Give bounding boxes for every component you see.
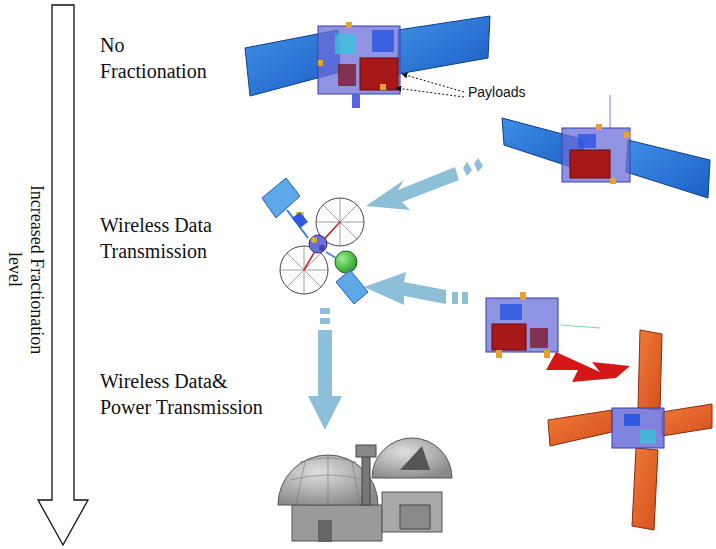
level-label: Wireless Data Transmission [100,212,280,264]
fractionated-cluster [262,178,368,304]
leader-line [396,88,464,97]
ground-station [278,438,452,542]
power-beam [546,352,630,382]
satellite-source [502,95,710,198]
module-receiver [486,292,600,358]
flow-arrows [308,158,483,430]
leader-line [402,74,464,92]
level-label: No Fractionation [100,32,230,84]
level-label: Wireless Data& Power Transmission [100,368,280,420]
callout-label: Payloads [468,84,526,101]
satellite-monolithic [245,16,490,108]
axis-label: Increased Fractionation level [3,185,46,355]
satellite-power [548,330,712,530]
